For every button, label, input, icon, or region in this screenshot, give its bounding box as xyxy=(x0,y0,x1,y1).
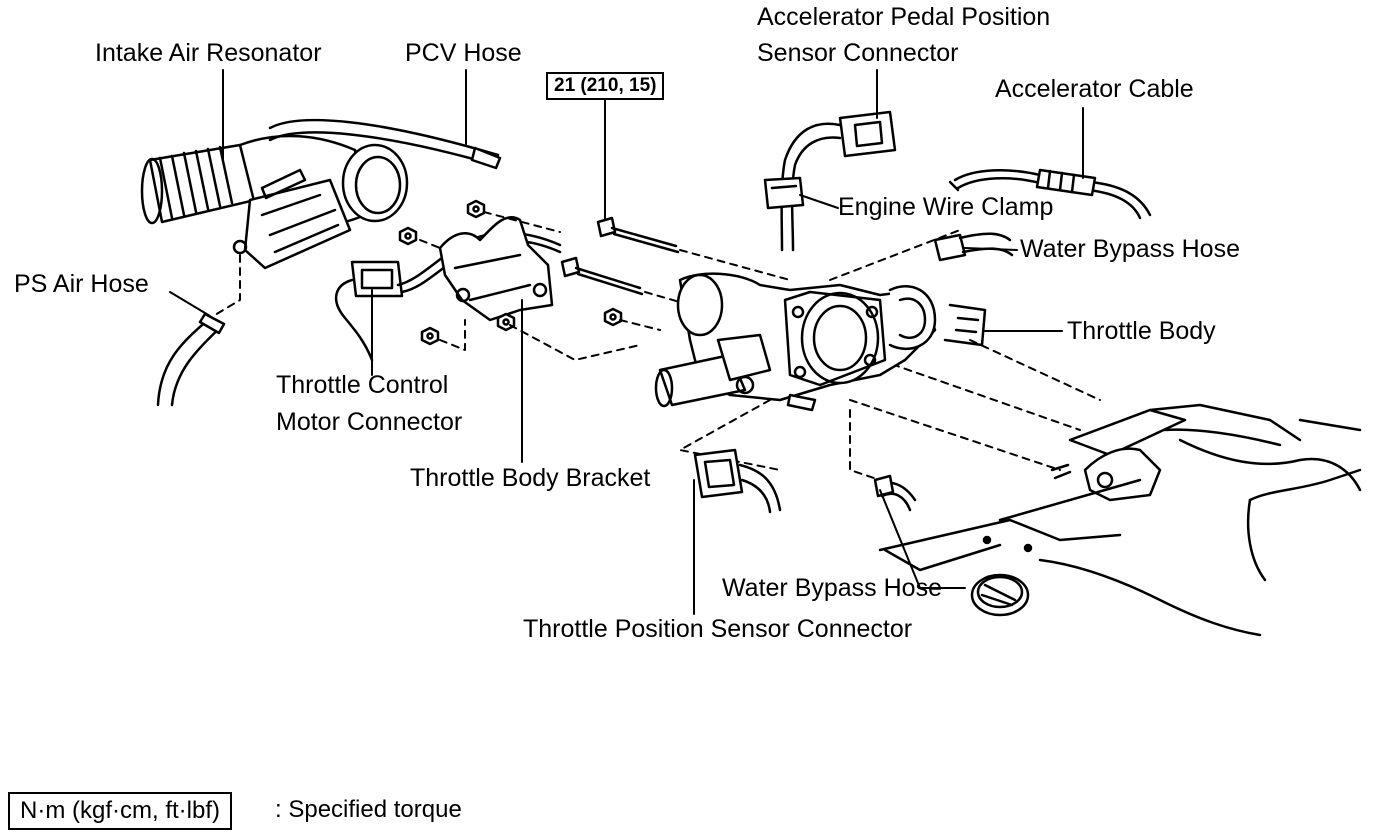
throttle-control-motor-connector-drawing xyxy=(334,231,562,362)
label-leader-lines xyxy=(169,69,1084,615)
label-throttle-position-sensor-connector: Throttle Position Sensor Connector xyxy=(523,615,913,643)
intake-air-resonator-drawing xyxy=(140,118,502,270)
throttle-body-drawing xyxy=(654,272,987,412)
engine-wire-clamp-drawing xyxy=(763,176,805,210)
label-ps-air-hose: PS Air Hose xyxy=(14,270,149,298)
label-water-bypass-hose-upper: Water Bypass Hose xyxy=(1020,235,1240,263)
ps-air-hose-drawing xyxy=(156,312,226,407)
torque-spec-box: 21 (210, 15) xyxy=(546,72,665,100)
legend-description: : Specified torque xyxy=(275,796,462,823)
label-engine-wire-clamp: Engine Wire Clamp xyxy=(838,193,1054,221)
label-throttle-body-bracket: Throttle Body Bracket xyxy=(410,464,651,492)
bolt-icons xyxy=(560,216,680,296)
label-pcv-hose: PCV Hose xyxy=(405,39,522,67)
label-accelerator-pedal-position-line1: Accelerator Pedal Position xyxy=(757,3,1051,31)
legend-unit-box: N·m (kgf·cm, ft·lbf) xyxy=(8,792,232,830)
throttle-position-sensor-connector-drawing xyxy=(693,448,782,514)
accelerator-pedal-connector-drawing xyxy=(780,110,897,252)
label-water-bypass-hose-lower: Water Bypass Hose xyxy=(722,574,942,602)
water-bypass-hose-upper-drawing xyxy=(933,232,1014,262)
label-accelerator-cable: Accelerator Cable xyxy=(995,75,1194,103)
intake-manifold-drawing xyxy=(878,403,1362,637)
label-throttle-control-line1: Throttle Control xyxy=(276,371,449,399)
label-throttle-body: Throttle Body xyxy=(1067,317,1216,345)
label-throttle-control-line2: Motor Connector xyxy=(276,408,463,436)
throttle-body-bracket-drawing xyxy=(438,216,554,322)
label-accelerator-pedal-position-line2: Sensor Connector xyxy=(757,39,959,67)
label-intake-air-resonator: Intake Air Resonator xyxy=(95,39,322,67)
accelerator-cable-drawing xyxy=(948,168,1152,220)
